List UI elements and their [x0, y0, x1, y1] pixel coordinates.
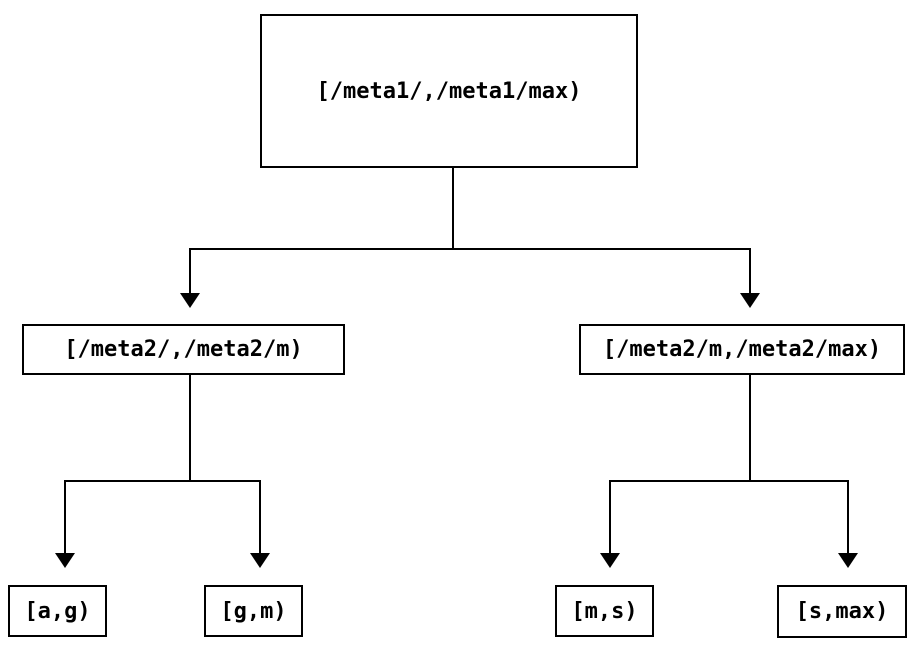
node-right-interval: [/meta2/m,/meta2/max)	[579, 324, 905, 375]
arrow-down-icon	[180, 293, 200, 308]
node-label: [/meta2/m,/meta2/max)	[602, 337, 882, 362]
node-label: [/meta2/,/meta2/m)	[64, 337, 303, 362]
node-label: [g,m)	[220, 598, 287, 624]
arrow-down-icon	[838, 553, 858, 568]
leaf-node-interval: [m,s)	[555, 585, 654, 637]
node-label: [a,g)	[24, 598, 91, 624]
leaf-node-interval: [s,max)	[777, 585, 907, 638]
arrow-down-icon	[250, 553, 270, 568]
node-root-interval: [/meta1/,/meta1/max)	[260, 14, 638, 168]
node-left-interval: [/meta2/,/meta2/m)	[22, 324, 345, 375]
arrow-down-icon	[55, 553, 75, 568]
leaf-node-interval: [g,m)	[204, 585, 303, 637]
node-label: [/meta1/,/meta1/max)	[316, 78, 582, 104]
leaf-node-interval: [a,g)	[8, 585, 107, 637]
arrow-down-icon	[600, 553, 620, 568]
node-label: [m,s)	[571, 598, 638, 624]
arrow-down-icon	[740, 293, 760, 308]
node-label: [s,max)	[795, 599, 889, 624]
